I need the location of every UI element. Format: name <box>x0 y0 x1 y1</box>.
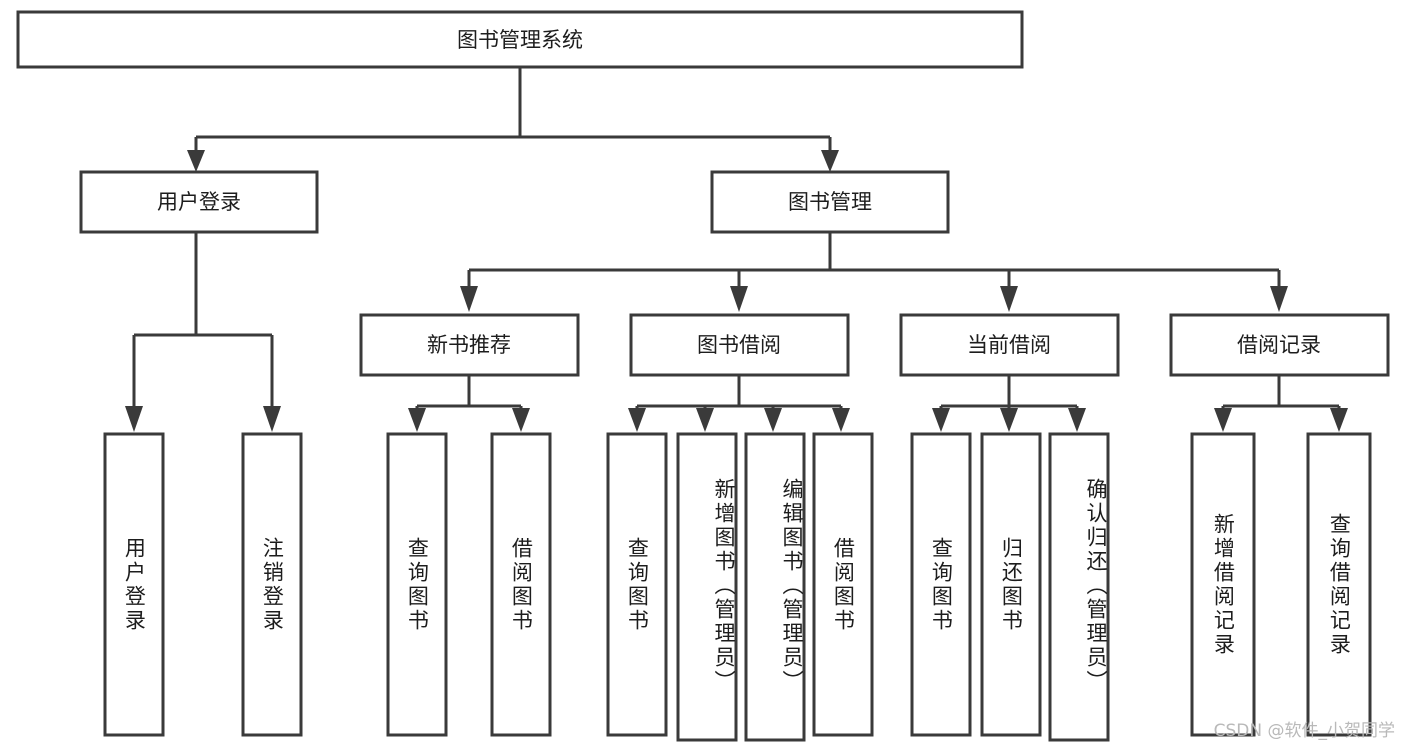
node-root-label: 图书管理系统 <box>457 28 583 52</box>
node-book-manage-label: 图书管理 <box>788 190 872 214</box>
node-new-book-recommend[interactable] <box>359 313 580 377</box>
arrow-head-book-manage <box>821 150 839 172</box>
arrow-head-borrow-record <box>1270 286 1288 312</box>
connector-group-new-book-recommend <box>408 375 530 432</box>
connector-group-borrow-record <box>1214 375 1348 432</box>
leaf-box-cb-return-book[interactable] <box>980 432 1042 737</box>
node-user-login-label: 用户登录 <box>157 190 241 214</box>
arrow-head-br-add-record <box>1214 408 1232 432</box>
connector-group-current-borrow <box>932 375 1086 432</box>
leaf-box-nbr-query-book[interactable] <box>386 432 448 737</box>
arrow-head-user-login <box>187 150 205 172</box>
arrow-head-bb-borrow-book <box>832 408 850 432</box>
arrow-head-leaf-user-login <box>125 406 143 432</box>
arrow-head-cb-return-book <box>1000 408 1018 432</box>
connector-group-user-login <box>125 232 281 432</box>
node-book-borrow-label: 图书借阅 <box>697 333 781 357</box>
leaf-box-cb-query-book[interactable] <box>910 432 972 737</box>
leaf-box-cb-confirm-return[interactable] <box>1048 432 1110 742</box>
leaf-box-br-query-record[interactable] <box>1306 432 1372 737</box>
node-new-book-recommend-label: 新书推荐 <box>427 333 511 357</box>
arrow-head-bb-query-book <box>628 408 646 432</box>
leaf-box-logout[interactable] <box>241 432 303 737</box>
node-borrow-record[interactable] <box>1169 313 1390 377</box>
arrow-head-nbr-borrow-book <box>512 408 530 432</box>
arrow-head-cb-confirm-return <box>1068 408 1086 432</box>
arrow-head-bb-edit-book <box>764 408 782 432</box>
node-user-login[interactable] <box>79 170 319 234</box>
arrow-head-current-borrow <box>1000 286 1018 312</box>
arrow-head-leaf-logout <box>263 406 281 432</box>
connector-group-book-manage <box>460 232 1288 312</box>
connector-group-root <box>187 67 839 172</box>
connector-group-book-borrow <box>628 375 850 432</box>
node-root[interactable] <box>16 10 1024 69</box>
leaf-box-user-login[interactable] <box>103 432 165 737</box>
arrow-head-cb-query-book <box>932 408 950 432</box>
node-current-borrow[interactable] <box>899 313 1120 377</box>
leaf-box-bb-borrow-book[interactable] <box>812 432 874 737</box>
leaf-box-bb-query-book[interactable] <box>606 432 668 737</box>
node-current-borrow-label: 当前借阅 <box>967 333 1051 357</box>
leaf-box-bb-edit-book[interactable] <box>744 432 806 742</box>
node-book-borrow[interactable] <box>629 313 850 377</box>
leaf-box-br-add-record[interactable] <box>1190 432 1256 737</box>
arrow-head-bb-add-book <box>696 408 714 432</box>
arrow-head-book-borrow <box>730 286 748 312</box>
arrow-head-new-book-recommend <box>460 286 478 312</box>
arrow-head-br-query-record <box>1330 408 1348 432</box>
leaf-box-nbr-borrow-book[interactable] <box>490 432 552 737</box>
leaf-box-bb-add-book[interactable] <box>676 432 738 742</box>
arrow-head-nbr-query-book <box>408 408 426 432</box>
node-borrow-record-label: 借阅记录 <box>1237 333 1321 357</box>
node-book-manage[interactable] <box>710 170 950 234</box>
